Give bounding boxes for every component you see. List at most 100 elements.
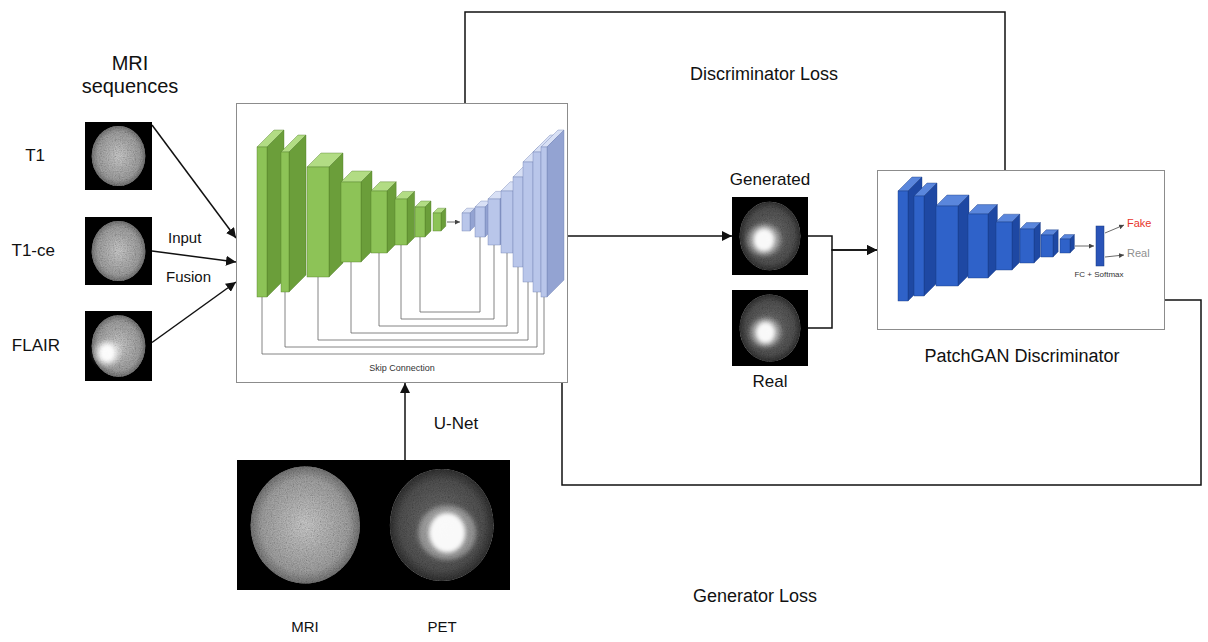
image-background bbox=[732, 197, 808, 275]
node-illustration bbox=[878, 171, 1164, 329]
lesion-spot bbox=[98, 343, 115, 362]
layer-block-front bbox=[257, 147, 267, 297]
node-label: T1-ce bbox=[12, 241, 55, 261]
layer-block-front bbox=[433, 213, 441, 231]
layer-block-side bbox=[361, 171, 372, 262]
image-background bbox=[85, 311, 152, 381]
layer-block-front bbox=[371, 191, 387, 253]
connector bbox=[808, 236, 877, 250]
connector bbox=[404, 383, 406, 460]
lesion-halo bbox=[93, 340, 121, 366]
lesion-halo bbox=[418, 506, 476, 561]
node-label: MRI bbox=[291, 618, 319, 635]
brain-slice bbox=[740, 295, 801, 362]
connector bbox=[808, 250, 877, 328]
layer-block-side bbox=[547, 130, 564, 297]
image-background bbox=[237, 460, 510, 590]
node-label: Generated bbox=[730, 170, 810, 190]
connector bbox=[152, 125, 236, 238]
node-illustration bbox=[732, 290, 808, 366]
layer-block-front bbox=[996, 222, 1012, 270]
fc-layer bbox=[1096, 226, 1104, 266]
skip-line bbox=[262, 297, 544, 354]
lesion-spot bbox=[753, 228, 774, 251]
lesion-spot bbox=[756, 322, 776, 344]
node-illustration bbox=[237, 460, 510, 590]
mri-t1-image: T1 bbox=[85, 122, 152, 190]
real-image: Real bbox=[732, 290, 808, 366]
lesion-halo bbox=[747, 224, 781, 256]
layer-block-side bbox=[425, 201, 431, 237]
layer-block-front bbox=[462, 213, 470, 231]
connector bbox=[152, 251, 236, 262]
node-label: Real bbox=[753, 372, 788, 392]
flow-arrow bbox=[1075, 246, 1094, 247]
node-illustration bbox=[85, 217, 152, 285]
layer-block-front bbox=[533, 152, 541, 292]
layer-block-side bbox=[1070, 235, 1074, 253]
layer-block-side bbox=[1053, 230, 1058, 257]
bottleneck-arrow bbox=[447, 222, 460, 223]
layer-block-side bbox=[470, 208, 475, 231]
layer-block-side bbox=[407, 191, 415, 245]
output-arrow bbox=[1105, 225, 1124, 233]
layer-block-front bbox=[341, 182, 361, 262]
generator-box: U-Net bbox=[236, 103, 568, 383]
discriminator-box: PatchGAN Discriminator bbox=[877, 170, 1165, 330]
brain-slice bbox=[251, 467, 360, 584]
output-arrow bbox=[1105, 255, 1124, 257]
node-label: PET bbox=[427, 618, 456, 635]
node-illustration bbox=[237, 104, 567, 382]
layer-block-front bbox=[936, 206, 958, 286]
image-background bbox=[85, 217, 152, 285]
brain-slice bbox=[92, 315, 146, 377]
layer-block-side bbox=[1012, 214, 1020, 270]
node-illustration bbox=[85, 122, 152, 190]
layer-block-front bbox=[1041, 235, 1053, 257]
loss-label: Generator Loss bbox=[693, 586, 817, 607]
layer-block-front bbox=[501, 191, 513, 253]
mri-flair-image: FLAIR bbox=[85, 311, 152, 381]
brain-slice bbox=[740, 202, 801, 271]
layer-block-front bbox=[914, 196, 924, 296]
node-illustration bbox=[732, 197, 808, 275]
node-label: T1 bbox=[25, 146, 45, 166]
node-label: PatchGAN Discriminator bbox=[924, 346, 1119, 367]
unet-blocks bbox=[257, 130, 564, 297]
mri-t1ce-image: T1-ce bbox=[85, 217, 152, 285]
node-illustration bbox=[85, 311, 152, 381]
loss-label: Discriminator Loss bbox=[690, 64, 838, 85]
layer-block-front bbox=[475, 207, 485, 237]
skip-line bbox=[379, 253, 507, 326]
layer-block-front bbox=[523, 162, 533, 282]
brain-slice bbox=[92, 126, 146, 186]
fusion-note: Input bbox=[168, 229, 201, 246]
mri-pet-pair-image: MRIPET bbox=[237, 460, 510, 590]
connector bbox=[568, 235, 732, 237]
layer-block-side bbox=[441, 208, 446, 231]
lesion-spot bbox=[429, 513, 465, 553]
generated-image: Generated bbox=[732, 197, 808, 275]
layer-block-side bbox=[924, 183, 937, 296]
layer-block-side bbox=[958, 195, 969, 286]
skip-line bbox=[420, 237, 480, 312]
layer-block-front bbox=[395, 199, 407, 245]
connectors bbox=[152, 12, 1201, 485]
layer-block-front bbox=[1020, 229, 1034, 263]
layer-block-front bbox=[1060, 239, 1070, 253]
layer-block-front bbox=[281, 152, 289, 292]
connector bbox=[465, 12, 1005, 170]
discriminator-blocks bbox=[898, 177, 1074, 301]
layer-block-side bbox=[289, 135, 306, 292]
layer-block-front bbox=[541, 147, 547, 297]
brain-slice bbox=[390, 469, 494, 581]
layer-block-front bbox=[307, 167, 329, 277]
fusion-note: Fusion bbox=[166, 268, 211, 285]
brain-slice bbox=[92, 221, 146, 281]
image-background bbox=[732, 290, 808, 366]
skip-line bbox=[318, 277, 528, 340]
skip-line bbox=[351, 262, 518, 333]
layer-block-front bbox=[488, 199, 500, 245]
